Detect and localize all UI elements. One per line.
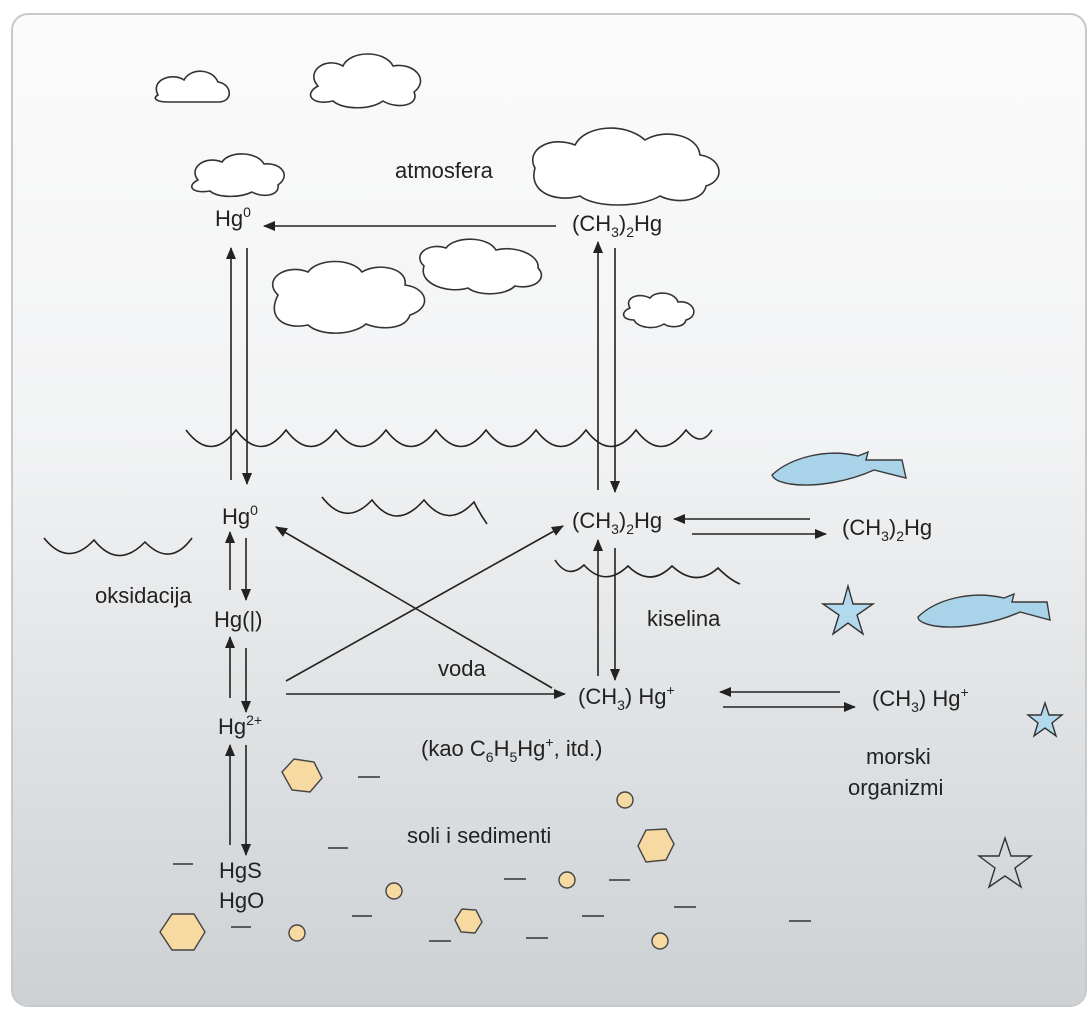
cloud-icon	[271, 260, 426, 334]
cloud-icon	[154, 70, 231, 103]
species-hg2: Hg2+	[218, 712, 262, 739]
star-icon	[1026, 700, 1064, 738]
species-hg0-atmosphere: Hg0	[215, 204, 251, 231]
label-organizmi: organizmi	[848, 775, 943, 800]
diagram-panel	[11, 13, 1087, 1007]
cloud-icon	[622, 292, 695, 329]
fish-icon	[771, 450, 907, 486]
clouds	[154, 53, 720, 334]
fish-group	[771, 450, 1051, 628]
species-hgs: HgS	[219, 858, 262, 883]
arrow	[285, 525, 564, 682]
species-dimethylmercury-organisms: (CH3)2Hg	[842, 515, 932, 544]
species-methylmercury-organisms: (CH3) Hg+	[872, 684, 969, 715]
species-hg1: Hg(|)	[214, 607, 263, 632]
cloud-icon	[190, 153, 285, 198]
label-morski: morski	[866, 744, 931, 769]
species-dimethylmercury-atmosphere: (CH3)2Hg	[572, 211, 662, 240]
reaction-arrows	[225, 221, 856, 856]
star-icon	[976, 835, 1034, 889]
species-dimethylmercury-water: (CH3)2Hg	[572, 508, 662, 537]
label-oksidacija: oksidacija	[95, 583, 192, 608]
water-waves	[43, 428, 741, 585]
label-kiselina: kiselina	[647, 606, 721, 631]
species-hgo: HgO	[219, 888, 264, 913]
species-examples-note: (kao C6H5Hg+, itd.)	[421, 734, 603, 765]
star-icon	[820, 583, 876, 636]
species-hg0-water: Hg0	[222, 502, 258, 529]
arrow	[275, 526, 553, 689]
sediment-particles	[159, 758, 675, 951]
species-methylmercury-water: (CH3) Hg+	[578, 682, 675, 713]
label-atmosfera: atmosfera	[395, 158, 494, 183]
label-soli-sedimenti: soli i sedimenti	[407, 823, 551, 848]
cloud-icon	[419, 238, 543, 295]
cloud-icon	[532, 127, 720, 206]
cloud-icon	[309, 53, 422, 109]
sediment-dashes	[173, 776, 811, 942]
stars	[820, 583, 1064, 889]
label-voda: voda	[438, 656, 486, 681]
fish-icon	[917, 592, 1051, 628]
